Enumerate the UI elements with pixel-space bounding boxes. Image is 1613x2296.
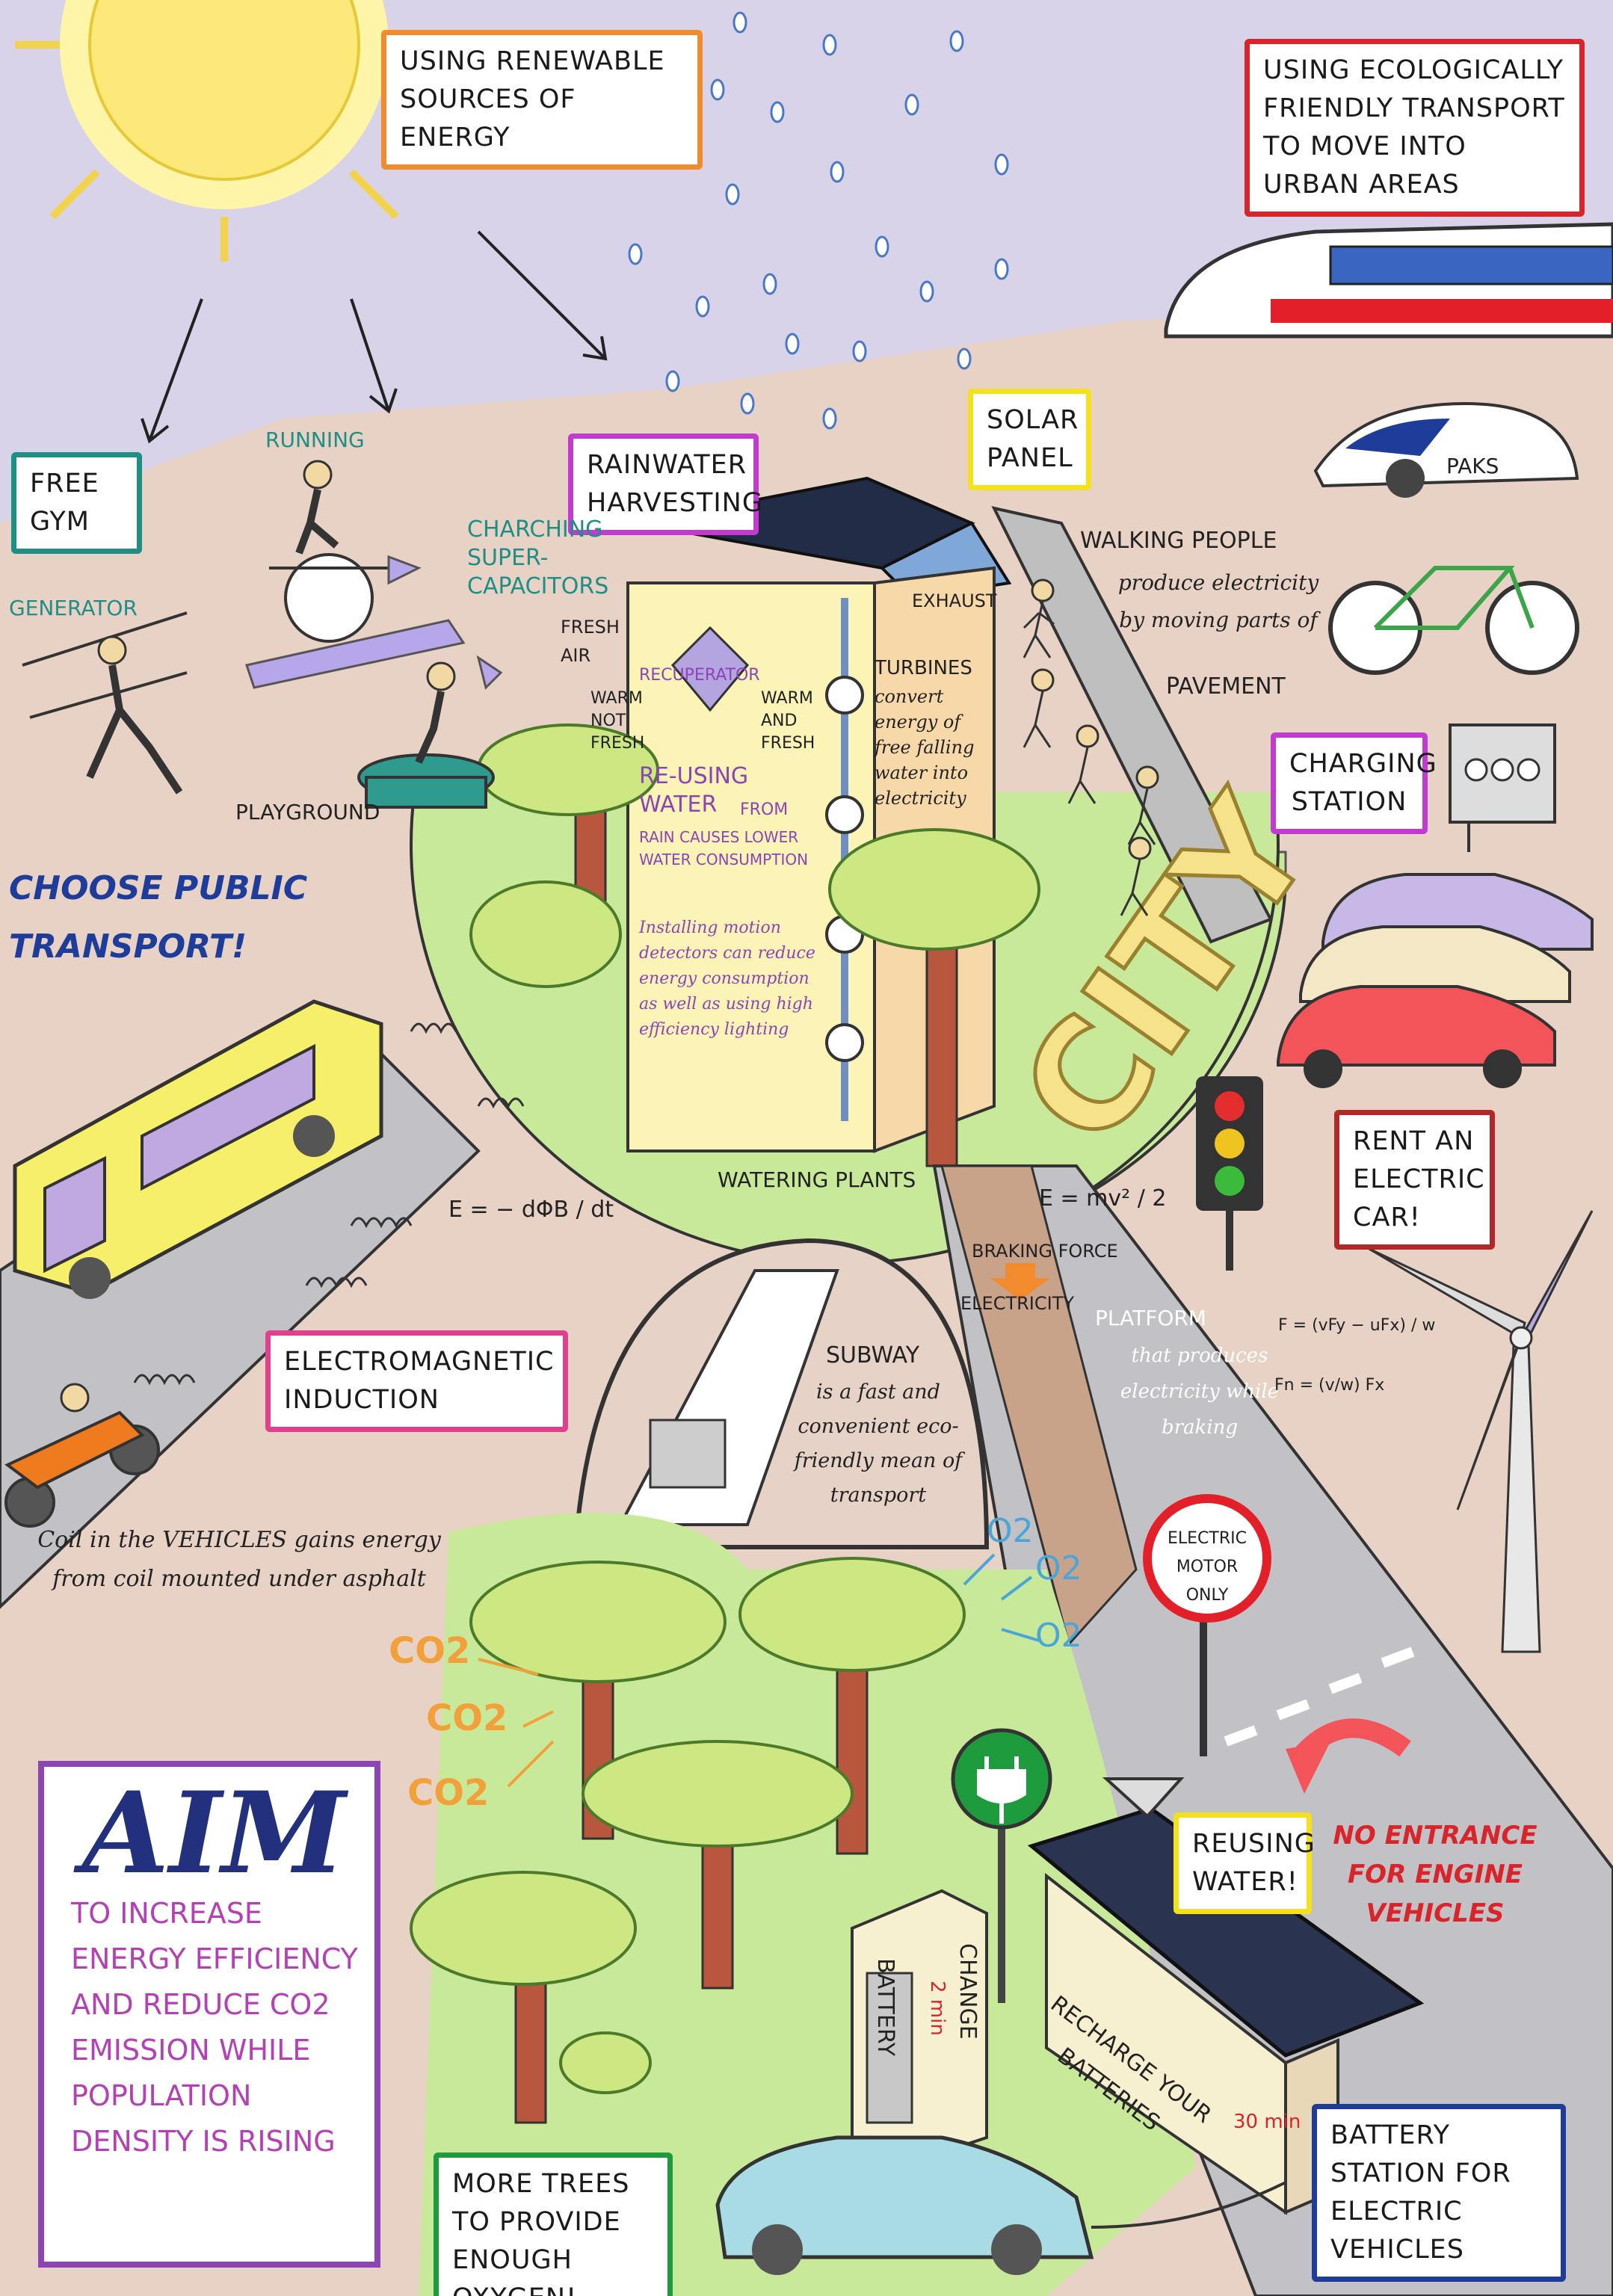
wind-turbine-icon bbox=[1367, 1210, 1594, 1653]
car-icon bbox=[1277, 873, 1594, 1088]
reusing-water-box: REUSING WATER! bbox=[1173, 1812, 1315, 1914]
aim-box bbox=[38, 1761, 380, 2268]
road-dashes bbox=[1224, 1647, 1415, 1747]
normal-force-equation: Fn = (v/w) Fx bbox=[1274, 1376, 1385, 1395]
car-icon bbox=[715, 2135, 1286, 2275]
sunlight-arrows bbox=[141, 230, 608, 444]
charging-caps-label: CHARCHING SUPER-CAPACITORS bbox=[467, 516, 609, 599]
rent-car-box: RENT AN ELECTRIC CAR! bbox=[1334, 1110, 1495, 1250]
aim-title: AIM bbox=[82, 1768, 346, 1899]
choose-public-transport: CHOOSE PUBLIC TRANSPORT! bbox=[9, 869, 308, 966]
solar-panel-box: SOLAR PANEL bbox=[968, 389, 1091, 490]
o2-label-3: O2 bbox=[1035, 1617, 1082, 1655]
building bbox=[626, 476, 1012, 1153]
gym-equipment bbox=[22, 553, 495, 809]
subway-text: is a fast and convenient eco-friendly me… bbox=[794, 1380, 963, 1507]
electric-motor-only-label: ELECTRIC MOTOR ONLY bbox=[1168, 1529, 1247, 1605]
change-label: CHANGE bbox=[954, 1943, 981, 2040]
induction-box: ELECTROMAGNETIC INDUCTION bbox=[265, 1330, 568, 1432]
renewable-energy-box: USING RENEWABLE SOURCES OF ENERGY bbox=[381, 30, 703, 170]
eco-transport-box: USING ECOLOGICALLY FRIENDLY TRANSPORT TO… bbox=[1245, 39, 1585, 217]
recuperator-label: RECUPERATOR bbox=[639, 666, 760, 685]
coil-marks bbox=[133, 1022, 525, 1386]
recuperator-icon bbox=[670, 626, 750, 712]
battery-label: BATTERY bbox=[872, 1958, 898, 2057]
aim-text: TO INCREASE ENERGY EFFICIENCY AND REDUCE… bbox=[71, 1897, 358, 2158]
traffic-light-icon bbox=[1196, 1076, 1263, 1271]
battery-min-label: 2 min bbox=[926, 1981, 949, 2036]
braking-arrow-icon bbox=[990, 1263, 1050, 1300]
o2-arrows bbox=[963, 1553, 1040, 1642]
pavement-label: PAVEMENT bbox=[1166, 673, 1286, 700]
braking-platform-road bbox=[940, 1164, 1138, 1647]
no-entrance-label: NO ENTRANCE FOR ENGINE VEHICLES bbox=[1333, 1821, 1538, 1928]
tree-icon bbox=[469, 723, 1040, 1167]
watering-plants-label: WATERING PLANTS bbox=[718, 1167, 916, 1192]
platform-text: that produces electricity while braking bbox=[1120, 1345, 1280, 1439]
motion-detectors-text: Installing motion detectors can reduce e… bbox=[639, 919, 815, 1039]
rain-text: RAIN CAUSES LOWER WATER CONSUMPTION bbox=[639, 828, 809, 868]
generator-label: GENERATOR bbox=[9, 596, 138, 620]
playground-label: PLAYGROUND bbox=[235, 800, 380, 824]
bicycle-icon bbox=[1328, 566, 1579, 675]
battery-station-box: BATTERY STATION FOR ELECTRIC VEHICLES bbox=[1312, 2104, 1566, 2282]
free-gym-box: FREE GYM bbox=[11, 452, 142, 554]
rainwater-box: RAINWATER HARVESTING bbox=[568, 433, 762, 535]
force-equation: F = (vFy − uFx) / w bbox=[1278, 1316, 1436, 1335]
fresh-air-label: FRESH AIR bbox=[561, 617, 620, 666]
more-trees-box: MORE TREES TO PROVIDE ENOUGH OXYGEN! bbox=[434, 2152, 673, 2296]
motorbike-icon bbox=[4, 1383, 160, 1528]
tree-icon bbox=[410, 1557, 966, 2124]
energy-arrows bbox=[245, 555, 503, 690]
exercising-person-icon bbox=[86, 460, 456, 794]
electric-motor-sign bbox=[1143, 1494, 1271, 1756]
charging-station-box: CHARGING STATION bbox=[1271, 732, 1437, 834]
plug-icon bbox=[951, 1728, 1052, 2003]
recharge-time-label: 30 min bbox=[1233, 2111, 1301, 2133]
walking-person-icon bbox=[1023, 578, 1159, 916]
subway-tunnel bbox=[573, 1238, 990, 1549]
electricity-label: ELECTRICITY bbox=[960, 1293, 1075, 1314]
paks-label: PAKS bbox=[1446, 454, 1499, 478]
exhaust-label: EXHAUST bbox=[912, 590, 997, 611]
warm-fresh-label: WARM AND FRESH bbox=[761, 689, 815, 753]
warm-not-fresh-label: WARM NOT FRESH bbox=[590, 689, 645, 753]
co2-label-3: CO2 bbox=[407, 1772, 490, 1814]
walking-people-label: WALKING PEOPLE bbox=[1080, 528, 1277, 554]
platform-label: PLATFORM bbox=[1095, 1306, 1206, 1330]
battery-kiosk bbox=[851, 1889, 988, 2170]
turbines-text: convert energy of free falling water int… bbox=[875, 686, 975, 809]
induction-equation: E = − dΦB / dt bbox=[448, 1197, 614, 1223]
pavement bbox=[991, 506, 1273, 944]
walking-people-text: produce electricity by moving parts of bbox=[1117, 570, 1319, 632]
reusing-water-label: RE-USING WATER bbox=[639, 763, 749, 818]
o2-label-1: O2 bbox=[987, 1512, 1034, 1550]
from-label: FROM bbox=[740, 800, 789, 819]
braking-force-label: BRAKING FORCE bbox=[972, 1241, 1118, 1262]
train-icon bbox=[1164, 222, 1613, 339]
coil-text: Coil in the VEHICLES gains energy from c… bbox=[37, 1527, 441, 1592]
co2-label-1: CO2 bbox=[389, 1630, 471, 1672]
subway-label: SUBWAY bbox=[826, 1342, 920, 1368]
bus-icon bbox=[13, 999, 383, 1299]
co2-arrows bbox=[478, 1658, 555, 1788]
charging-station-icon bbox=[1449, 723, 1556, 852]
sun-icon bbox=[15, 0, 463, 262]
o2-label-2: O2 bbox=[1035, 1549, 1082, 1587]
running-label: RUNNING bbox=[265, 428, 365, 452]
turbines-label: TURBINES bbox=[875, 657, 972, 679]
co2-label-2: CO2 bbox=[426, 1697, 508, 1739]
kinetic-energy-equation: E = mv² / 2 bbox=[1039, 1185, 1167, 1212]
car-icon bbox=[1313, 401, 1579, 498]
